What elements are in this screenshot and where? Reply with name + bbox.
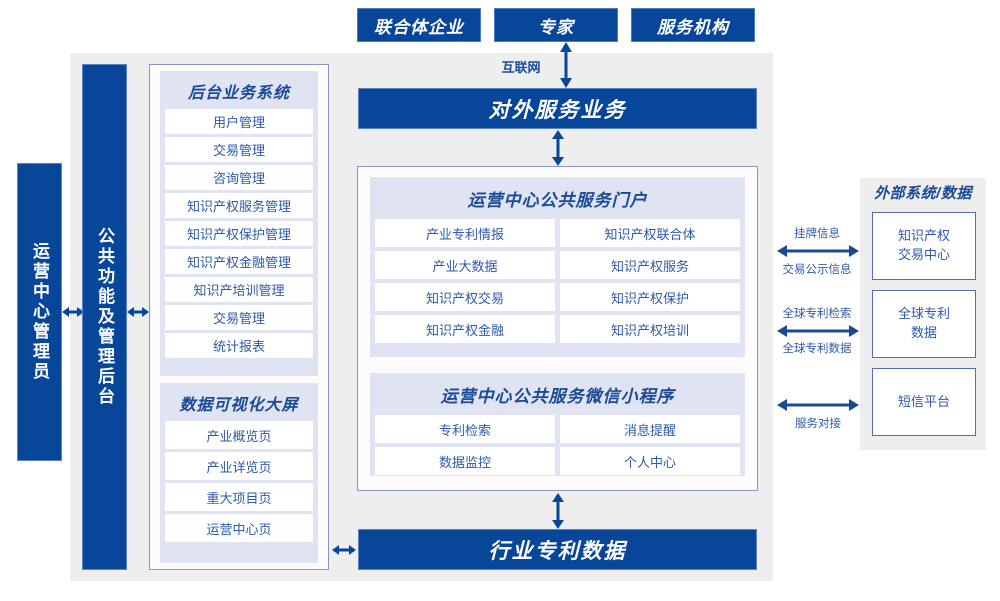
- backend-item[interactable]: 知识产权服务管理: [165, 193, 313, 218]
- miniprogram-item[interactable]: 消息提醒: [560, 415, 740, 443]
- miniprogram-item[interactable]: 个人中心: [560, 447, 740, 475]
- backend-business-item-list: 用户管理 交易管理 咨询管理 知识产权服务管理 知识产权保护管理 知识产权金融管…: [165, 109, 313, 358]
- link-label-global-patent-data: 全球专利数据: [782, 343, 852, 355]
- arrow-admin-to-public-backend: [62, 307, 84, 317]
- portal-item[interactable]: 知识产权联合体: [560, 219, 740, 247]
- portal-item[interactable]: 知识产权金融: [375, 315, 555, 343]
- miniprogram-row: 专利检索 消息提醒: [375, 415, 740, 443]
- backend-item[interactable]: 咨询管理: [165, 165, 313, 190]
- data-visualization-group-title: 数据可视化大屏: [179, 397, 299, 414]
- backend-item[interactable]: 交易管理: [165, 137, 313, 162]
- dataviz-item[interactable]: 重大项目页: [165, 483, 313, 511]
- link-label-service-integration: 服务对接: [795, 418, 841, 430]
- portal-row: 产业大数据 知识产权服务: [375, 251, 740, 279]
- portal-item[interactable]: 知识产权服务: [560, 251, 740, 279]
- external-box-line1: 短信平台: [897, 393, 950, 409]
- external-box-line1: 知识产权: [897, 228, 950, 244]
- external-box-sms-platform[interactable]: 短信平台: [872, 368, 976, 436]
- external-service-business-bar[interactable]: 对外服务业务: [358, 88, 757, 129]
- backend-item[interactable]: 统计报表: [165, 333, 313, 358]
- wechat-miniprogram-group: 运营中心公共服务微信小程序 专利检索 消息提醒 数据监控 个人中心: [370, 373, 745, 476]
- arrow-to-ip-trading-center: [777, 245, 859, 257]
- external-box-line1: 全球专利: [897, 306, 950, 322]
- dataviz-item[interactable]: 运营中心页: [165, 514, 313, 542]
- link-label-global-patent-search: 全球专利检索: [782, 308, 852, 320]
- external-systems-title: 外部系统/数据: [874, 185, 972, 202]
- arrow-backend-to-patent-data: [332, 545, 356, 555]
- portal-row: 产业专利情报 知识产权联合体: [375, 219, 740, 247]
- backend-item[interactable]: 交易管理: [165, 305, 313, 330]
- actor-box-alliance-enterprise[interactable]: 联合体企业: [357, 8, 481, 42]
- portal-row: 知识产权交易 知识产权保护: [375, 283, 740, 311]
- actor-box-expert[interactable]: 专家: [494, 8, 618, 42]
- portal-item[interactable]: 知识产权培训: [560, 315, 740, 343]
- portal-row: 知识产权金融 知识产权培训: [375, 315, 740, 343]
- wechat-miniprogram-grid: 专利检索 消息提醒 数据监控 个人中心: [375, 415, 740, 475]
- backend-business-group-title: 后台业务系统: [187, 85, 290, 102]
- portal-item[interactable]: 知识产权交易: [375, 283, 555, 311]
- industry-patent-data-bar[interactable]: 行业专利数据: [358, 529, 757, 570]
- backend-business-group: 后台业务系统 用户管理 交易管理 咨询管理 知识产权服务管理 知识产权保护管理 …: [160, 71, 318, 376]
- wechat-miniprogram-title: 运营中心公共服务微信小程序: [440, 387, 675, 406]
- internet-link-label: 互联网: [501, 60, 541, 75]
- left-bar-public-functions-backend[interactable]: 公共功能及管理后台: [82, 64, 127, 570]
- portal-item[interactable]: 知识产权保护: [560, 283, 740, 311]
- external-box-line2: 数据: [910, 325, 937, 340]
- data-visualization-group: 数据可视化大屏 产业概览页 产业详览页 重大项目页 运营中心页: [160, 383, 318, 563]
- backend-item[interactable]: 知识产权金融管理: [165, 249, 313, 274]
- portal-item[interactable]: 产业大数据: [375, 251, 555, 279]
- dataviz-item[interactable]: 产业详览页: [165, 452, 313, 480]
- arrow-portal-to-patent-data: [552, 493, 564, 529]
- link-label-listing-info: 挂牌信息: [794, 228, 840, 240]
- external-box-line2: 交易中心: [897, 247, 950, 262]
- arrow-to-global-patent-data: [777, 325, 859, 337]
- miniprogram-item[interactable]: 专利检索: [375, 415, 555, 443]
- miniprogram-row: 数据监控 个人中心: [375, 447, 740, 475]
- backend-item[interactable]: 用户管理: [165, 109, 313, 134]
- left-bar-operation-center-admin[interactable]: 运营中心管理员: [17, 163, 62, 461]
- backend-item[interactable]: 知识产培训管理: [165, 277, 313, 302]
- public-service-portal-grid: 产业专利情报 知识产权联合体 产业大数据 知识产权服务 知识产权交易 知识产权保…: [375, 219, 740, 343]
- backend-item[interactable]: 知识产权保护管理: [165, 221, 313, 246]
- miniprogram-item[interactable]: 数据监控: [375, 447, 555, 475]
- external-box-global-patent-data[interactable]: 全球专利 数据: [872, 290, 976, 358]
- actor-box-service-agency[interactable]: 服务机构: [631, 8, 755, 42]
- arrow-internet-to-service: [560, 42, 572, 88]
- link-label-trade-disclosure-info: 交易公示信息: [782, 264, 852, 276]
- public-service-portal-group: 运营中心公共服务门户 产业专利情报 知识产权联合体 产业大数据 知识产权服务 知…: [370, 177, 745, 357]
- arrow-public-backend-to-business-panel: [127, 307, 149, 317]
- arrow-service-to-portal: [552, 130, 564, 166]
- arrow-to-sms-platform: [777, 399, 859, 411]
- data-visualization-item-list: 产业概览页 产业详览页 重大项目页 运营中心页: [165, 421, 313, 542]
- public-service-portal-title: 运营中心公共服务门户: [467, 191, 648, 210]
- external-box-ip-trading-center[interactable]: 知识产权 交易中心: [872, 212, 976, 280]
- portal-item[interactable]: 产业专利情报: [375, 219, 555, 247]
- dataviz-item[interactable]: 产业概览页: [165, 421, 313, 449]
